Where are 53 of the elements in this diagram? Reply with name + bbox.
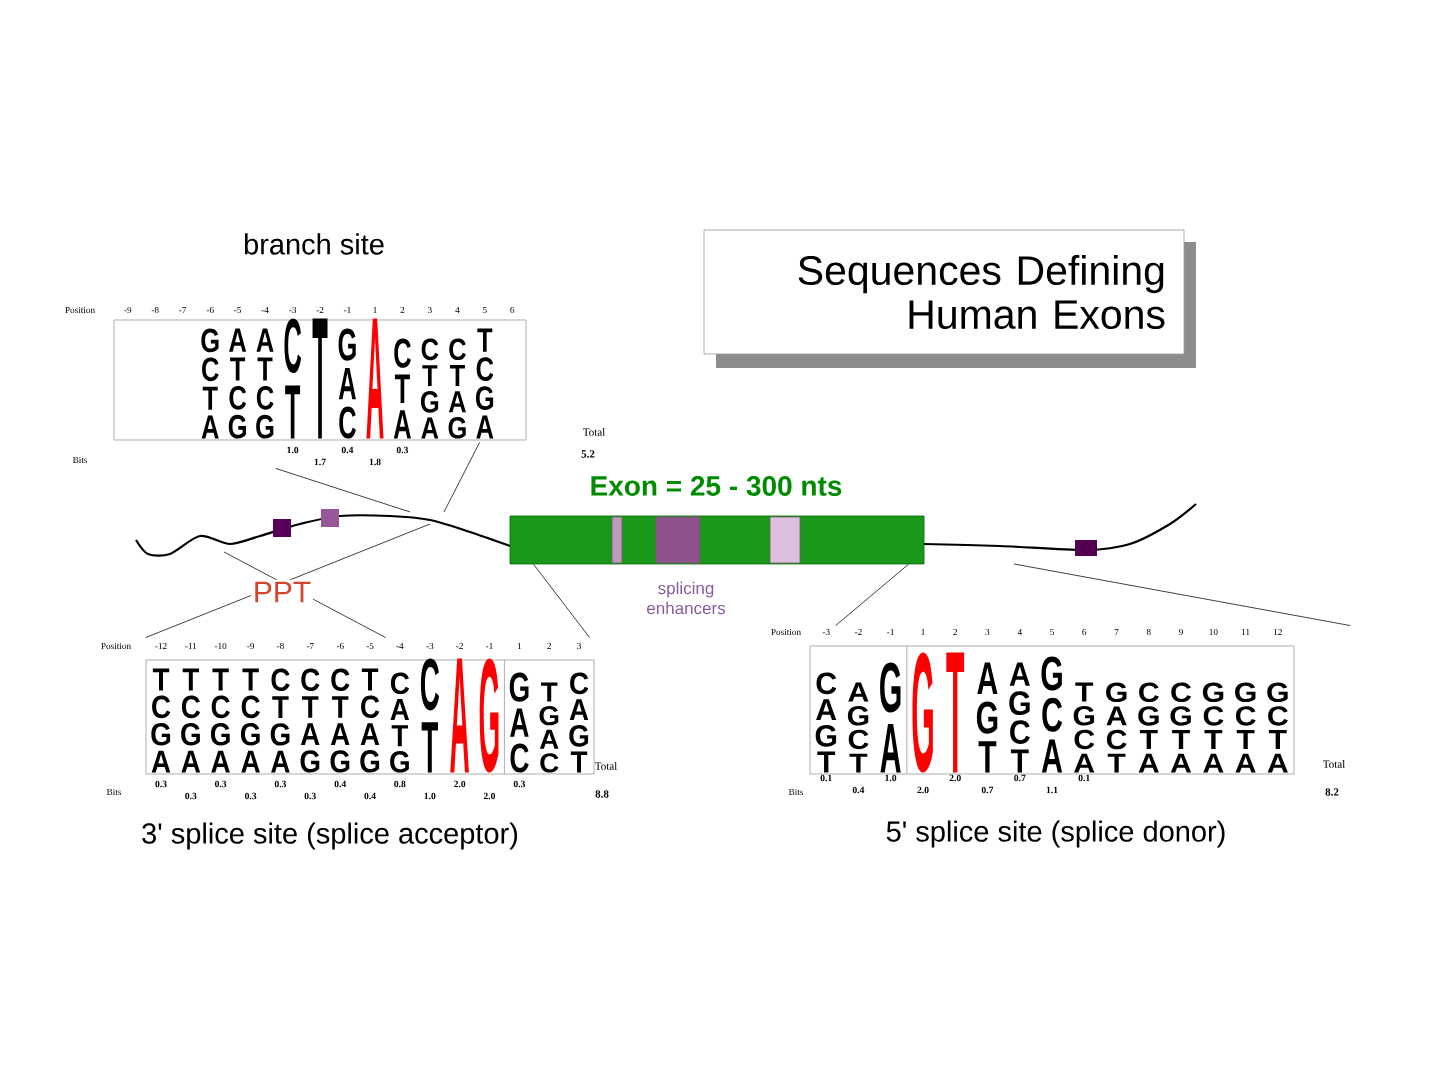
letter-stack: C T A G [300,668,320,773]
zoom-line [835,563,909,627]
letter-stack: G C T A [1267,682,1288,773]
letter-stack: G A C T [1106,682,1127,773]
letter-stack: T C G A [181,668,201,773]
letter-stack: A T C G [228,328,247,439]
letter-stack: C A T G [390,672,410,773]
letter-stack: C G T A [1138,682,1159,773]
letter-stack: T C A G [360,668,380,773]
letter-stack: G C T A [1202,682,1224,773]
letter-stack: G C A [1041,656,1063,773]
letter-stack: T C G A [240,668,260,773]
letter-stack: G A C [509,672,529,773]
letter-stack: C T A G [448,338,466,439]
letter-stack: C A G T [569,672,589,773]
exon-heading: Exon = 25 - 300 nts [591,476,842,496]
letter-stack: A G C T [1009,662,1030,773]
title-box: Sequences Defining Human Exons [703,229,1196,368]
letter-stack: C T [420,658,440,773]
letter-stack: A T C G [256,328,274,439]
zoom-line [533,563,591,639]
letter-stack: T G C A [1073,682,1095,773]
letter-stack: G A [880,662,901,773]
letter-stack: C T G A [420,338,439,439]
letter-stack: A G C T [847,682,869,773]
region-label: PPT [250,579,314,605]
panel-title: 5' splice site (splice donor) [886,820,1225,848]
letter-stack: T C G A [210,668,230,773]
letter-stack: A [366,318,384,439]
letter-stack: G C T A [201,328,219,439]
panel-title: branch site [244,233,384,255]
letter-stack: G A C [338,328,356,439]
zoom-line [275,467,411,513]
letter-stack: G [912,652,933,773]
letter-stack: C T A G [330,668,350,773]
letter-stack: T [312,318,328,439]
letter-stack: C T G A [270,668,290,773]
letter-stack: T [946,652,965,773]
letter-stack: A [450,658,469,773]
letter-stack: T G A C [539,682,559,773]
zoom-line [443,441,481,513]
letter-stack: C T A [393,338,411,439]
letter-stack: G C T A [1235,682,1256,773]
zoom-line [1013,563,1351,627]
letter-stack: T C G A [475,328,494,439]
letter-stack: G [479,658,499,773]
panel-title: 3' splice site (splice acceptor) [142,822,518,850]
letter-stack: A G T [976,662,998,773]
letter-stack: C T [284,318,302,439]
letter-stack: C A G T [815,672,837,773]
letter-stack: C G T A [1170,682,1192,773]
region-label: splicing enhancers [647,581,726,615]
letter-stack: T C G A [151,668,171,773]
